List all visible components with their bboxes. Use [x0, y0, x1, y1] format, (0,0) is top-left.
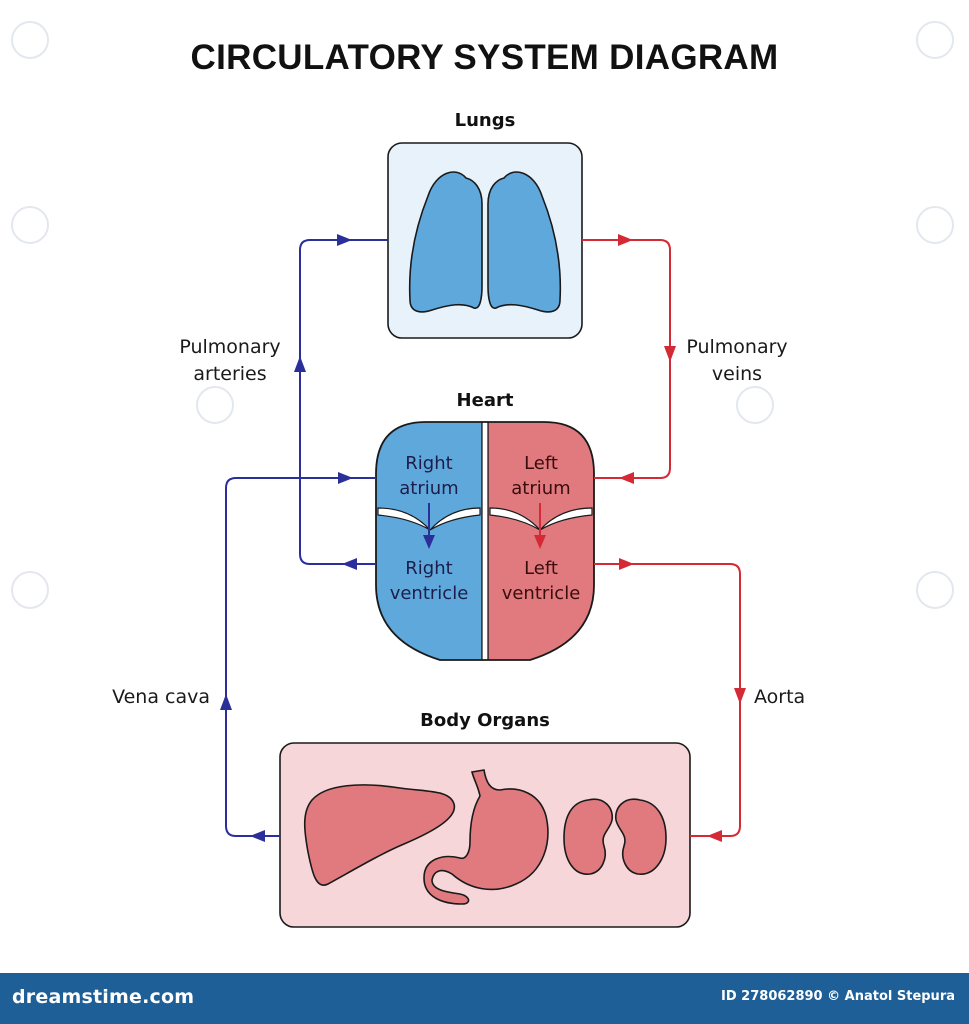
- watermark: [11, 21, 954, 609]
- arrow-from-ventricle: [342, 558, 357, 570]
- stomach-icon: [423, 769, 549, 905]
- heart-heading: Heart: [457, 390, 514, 411]
- body-organs-heading: Body Organs: [420, 710, 550, 731]
- right-atrium-label-1: Right: [405, 453, 452, 474]
- left-ventricle-label-2: ventricle: [502, 583, 581, 604]
- lungs-icon: [408, 171, 562, 313]
- arrow-up-pulmonary: [294, 356, 306, 372]
- vena-cava-label: Vena cava: [112, 686, 210, 708]
- pulmonary-arteries-line: [299, 239, 388, 565]
- pulmonary-veins-label-2: veins: [712, 363, 762, 385]
- pulmonary-veins-label-1: Pulmonary: [686, 336, 787, 358]
- vena-cava-line: [225, 477, 376, 837]
- arrow-up-vena-cava: [220, 694, 232, 710]
- pulmonary-arteries-label-1: Pulmonary: [179, 336, 280, 358]
- left-atrium-label-1: Left: [524, 453, 558, 474]
- arrow-from-lungs: [618, 234, 633, 246]
- aorta-label: Aorta: [754, 686, 805, 708]
- arrow-into-left-atrium: [619, 472, 634, 484]
- right-ventricle-label-2: ventricle: [390, 583, 469, 604]
- right-ventricle-label-1: Right: [405, 558, 452, 579]
- footer-credit: ID 278062890 © Anatol Stepura: [721, 989, 955, 1004]
- left-ventricle-label-1: Left: [524, 558, 558, 579]
- left-atrium-label-2: atrium: [511, 478, 570, 499]
- arrow-from-left-ventricle: [619, 558, 634, 570]
- heart-shape: [375, 421, 595, 661]
- arrow-to-lungs: [337, 234, 352, 246]
- arrow-from-organs: [250, 830, 265, 842]
- pulmonary-veins-line: [582, 239, 671, 479]
- footer-site-logo[interactable]: dreamstime.com: [12, 986, 195, 1008]
- footer-bar: dreamstime.com ID 278062890 © Anatol Ste…: [0, 973, 969, 1024]
- liver-icon: [303, 784, 456, 886]
- kidneys-icon: [563, 798, 667, 875]
- arrow-into-right-atrium: [338, 472, 353, 484]
- arrow-into-organs: [707, 830, 722, 842]
- circulatory-diagram: Lungs Heart Right atrium Left atrium Rig…: [11, 21, 954, 928]
- page-title: CIRCULATORY SYSTEM DIAGRAM: [190, 38, 779, 77]
- right-atrium-label-2: atrium: [399, 478, 458, 499]
- lungs-heading: Lungs: [455, 110, 516, 131]
- arrow-down-pulmonary-veins: [664, 346, 676, 362]
- pulmonary-arteries-label-2: arteries: [193, 363, 266, 385]
- arrow-down-aorta: [734, 688, 746, 704]
